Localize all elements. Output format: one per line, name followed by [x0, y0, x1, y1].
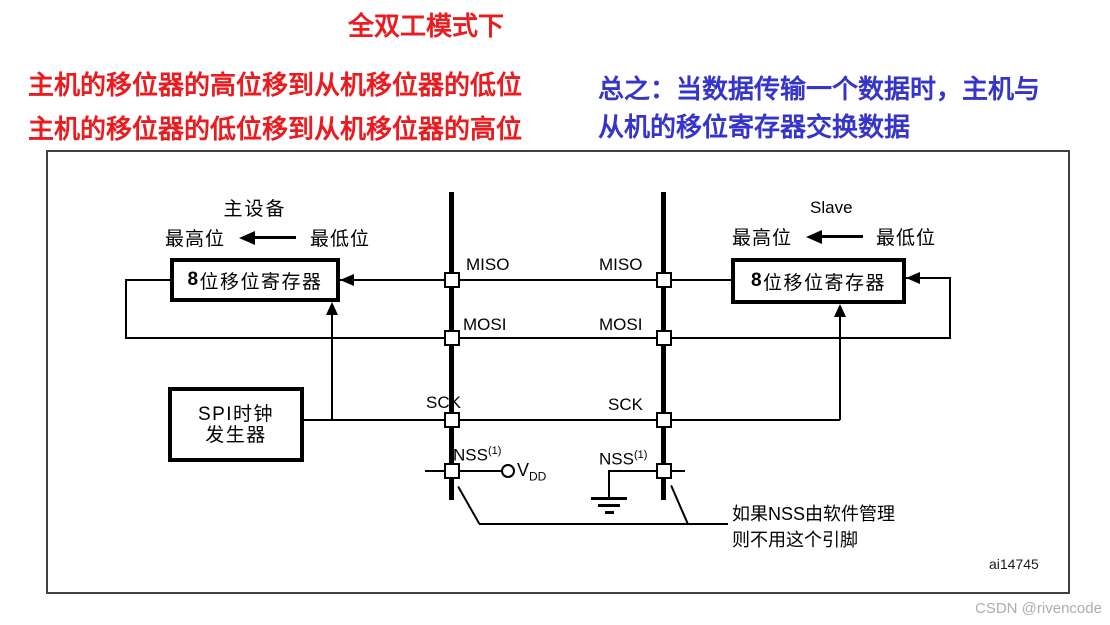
- ground-drop-line: [608, 470, 610, 497]
- callout-horizontal-line: [479, 523, 728, 525]
- pin-slave-sck: [656, 412, 672, 428]
- nss-footnote-marker: (1): [633, 449, 648, 461]
- spi-clock-generator-box: SPI时钟 发生器: [168, 387, 304, 462]
- nss-line-slave: [609, 470, 685, 472]
- watermark: CSDN @rivencode: [975, 600, 1102, 617]
- slave-pin-bus: [661, 192, 666, 500]
- mosi-label-slave: MOSI: [599, 315, 643, 334]
- miso-arrowhead-into-master: [340, 274, 354, 286]
- nss-label-slave: NSS(1): [599, 449, 647, 470]
- ground-bar-1: [591, 497, 627, 500]
- master-loop-horizontal: [125, 279, 170, 281]
- callout-diagonal-right: [670, 485, 690, 526]
- shift-direction-arrow-master: [239, 230, 296, 245]
- nss-label-master: NSS(1): [453, 445, 501, 466]
- msb-label-slave: 最高位: [732, 228, 793, 249]
- sck-arrowhead-into-slave: [834, 304, 846, 317]
- master-loop-vertical: [125, 280, 127, 339]
- nss-note-text: 如果NSS由软件管理 则不用这个引脚: [732, 501, 895, 553]
- mosi-line: [125, 337, 949, 339]
- register-bit-count: 8: [750, 270, 764, 291]
- pin-master-nss: [444, 463, 460, 479]
- slave-bit-order-row: 最高位 最低位: [732, 223, 936, 250]
- nss-note-line-1: 如果NSS由软件管理: [732, 504, 896, 524]
- sck-label-master: SCK: [426, 393, 461, 412]
- msb-label-master: 最高位: [165, 229, 226, 250]
- clock-box-line-2: 发生器: [205, 424, 267, 446]
- nss-text: NSS: [599, 449, 634, 469]
- nss-note-line-2: 则不用这个引脚: [732, 530, 858, 550]
- pin-master-miso: [444, 272, 460, 288]
- register-bit-count: 8: [187, 269, 200, 290]
- vdd-circle: [501, 464, 515, 478]
- pin-slave-miso: [656, 272, 672, 288]
- slave-device-label: Slave: [810, 198, 853, 217]
- lsb-label-master: 最低位: [309, 229, 370, 250]
- lsb-label-slave: 最低位: [875, 228, 936, 249]
- register-label: 位移位寄存器: [199, 271, 323, 293]
- ground-bar-3: [605, 511, 614, 514]
- pin-master-sck: [444, 412, 460, 428]
- nss-footnote-marker: (1): [487, 445, 502, 457]
- callout-diagonal-left: [457, 486, 481, 525]
- arrow-left-icon: [805, 229, 822, 244]
- arrow-shaft: [820, 235, 863, 238]
- master-pin-bus: [449, 192, 454, 500]
- pin-slave-nss: [656, 463, 672, 479]
- vdd-base: V: [517, 460, 530, 480]
- red-title: 全双工模式下: [348, 11, 505, 41]
- arrow-left-icon: [239, 230, 255, 245]
- miso-line: [340, 279, 731, 281]
- blue-summary-line-1: 总之：当数据传输一个数据时，主机与: [598, 74, 1041, 104]
- miso-label-slave: MISO: [599, 255, 643, 274]
- slave-loop-vertical: [949, 277, 951, 339]
- arrow-shaft: [254, 236, 296, 239]
- mosi-label-master: MOSI: [463, 315, 507, 334]
- vdd-sub: DD: [529, 469, 547, 484]
- figure-id: ai14745: [989, 556, 1039, 572]
- sck-line: [296, 419, 840, 421]
- sck-branch-slave: [839, 314, 841, 420]
- nss-line-master: [425, 470, 501, 472]
- slave-loop-horizontal: [906, 277, 951, 279]
- sck-arrowhead-into-master: [326, 302, 338, 315]
- sck-label-slave: SCK: [608, 395, 643, 414]
- red-note-line-1: 主机的移位器的高位移到从机移位器的低位: [28, 70, 523, 100]
- mosi-arrowhead-into-slave: [906, 272, 920, 284]
- miso-label-master: MISO: [466, 255, 510, 274]
- master-bit-order-row: 最高位 最低位: [165, 224, 370, 251]
- pin-master-mosi: [444, 330, 460, 346]
- pin-slave-mosi: [656, 330, 672, 346]
- red-note-line-2: 主机的移位器的低位移到从机移位器的高位: [28, 114, 523, 144]
- vdd-label: VDD: [517, 460, 546, 484]
- sck-branch-master: [331, 312, 333, 420]
- master-device-label: 主设备: [223, 199, 287, 220]
- clock-box-line-1: SPI时钟: [197, 403, 275, 425]
- shift-direction-arrow-slave: [805, 229, 863, 244]
- blue-summary-line-2: 从机的移位寄存器交换数据: [598, 112, 911, 142]
- nss-text: NSS: [453, 445, 488, 465]
- ground-bar-2: [598, 504, 620, 507]
- register-label: 位移位寄存器: [763, 272, 887, 294]
